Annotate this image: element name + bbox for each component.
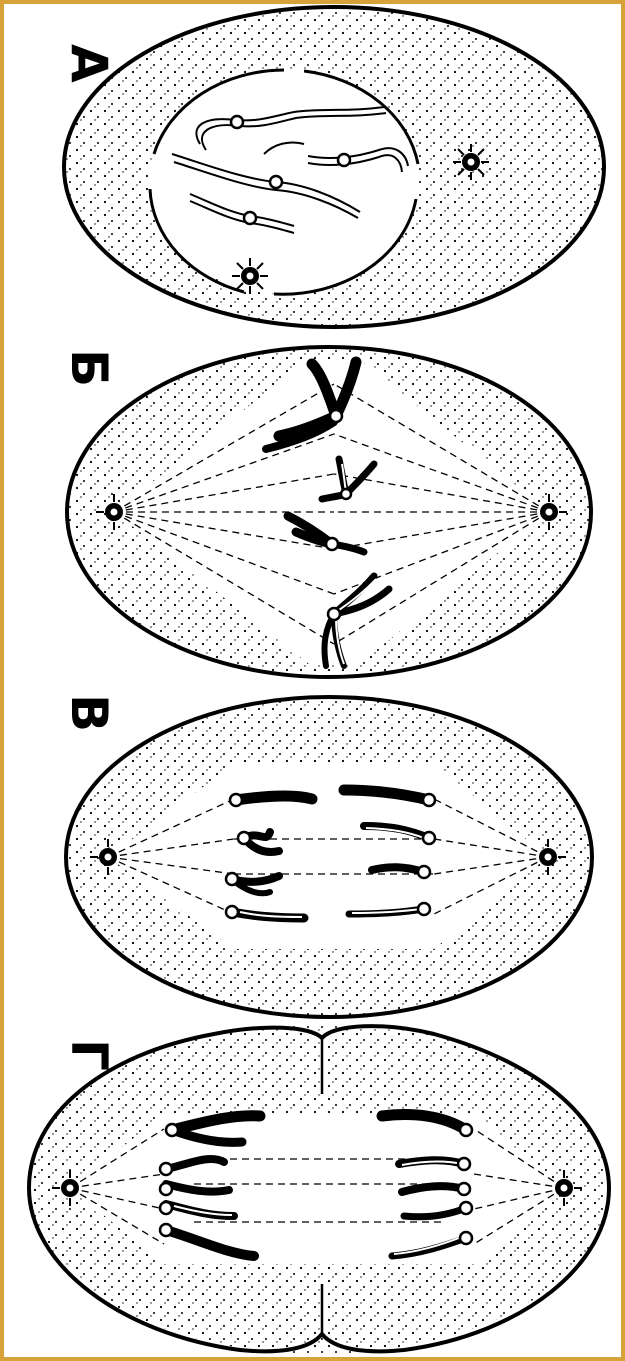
centriole-icon: [232, 258, 268, 294]
cell-b: [67, 347, 591, 677]
stage-label-v: В: [60, 694, 118, 732]
stage-label-b: Б: [60, 349, 118, 387]
label-b-text: Б: [60, 349, 118, 387]
mitosis-diagram: А Б В Г: [4, 4, 621, 1357]
centriole-icon: [453, 144, 489, 180]
label-v-text: В: [60, 694, 118, 732]
cell-v: [66, 697, 592, 1017]
label-g-text: Г: [60, 1039, 118, 1071]
cell-a: [64, 7, 604, 327]
cell-g: [29, 1022, 609, 1354]
stage-label-g: Г: [60, 1039, 118, 1071]
